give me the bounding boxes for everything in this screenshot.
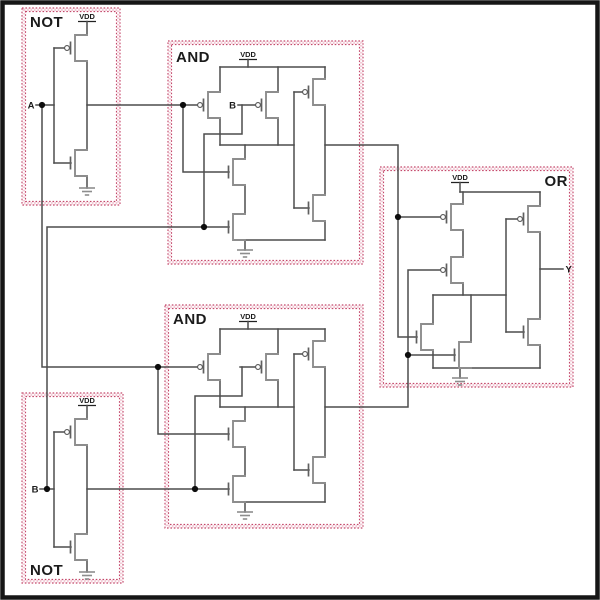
gate-boxes — [21, 7, 574, 584]
pmos-b[interactable] — [254, 353, 279, 381]
wire-and-bottom-out-to-or[interactable] — [324, 269, 441, 408]
junction-dot — [191, 485, 199, 493]
and-bottom-box — [164, 304, 364, 529]
gate-label: OR — [545, 173, 569, 190]
pmos-sources — [219, 66, 279, 93]
inverter-pmos[interactable] — [516, 205, 541, 233]
wire-b-branch-pmos[interactable] — [203, 104, 243, 228]
junction-dot — [154, 363, 162, 371]
inverter-gate-leads — [293, 91, 310, 209]
pmos[interactable] — [63, 34, 88, 62]
pmos-in1[interactable] — [439, 203, 464, 231]
nmos-in2[interactable] — [453, 341, 472, 369]
vdd-label: VDD — [79, 396, 95, 405]
gate-label: AND — [176, 49, 210, 66]
ground-symbol — [236, 511, 254, 520]
junction-dot — [404, 351, 412, 359]
nmos-b[interactable] — [227, 475, 246, 503]
vdd-label: VDD — [452, 173, 468, 182]
nmos-a[interactable] — [227, 158, 246, 186]
wire-notb-branch-pmos[interactable] — [194, 366, 243, 490]
pmos-b[interactable] — [254, 91, 279, 119]
wire-nota-branch-nmos[interactable] — [182, 104, 230, 173]
junction-dot — [394, 213, 402, 221]
wire-a-branch-nmos[interactable] — [157, 366, 230, 435]
gate-label: NOT — [30, 562, 63, 579]
inverter-gate-leads — [505, 218, 525, 333]
nmos[interactable] — [69, 149, 88, 177]
and-gate-top[interactable]: AND VDD B — [176, 49, 326, 258]
pmos-in2[interactable] — [439, 256, 464, 284]
vdd-label: VDD — [79, 12, 95, 21]
pmos-drains — [219, 117, 279, 146]
pmos[interactable] — [63, 418, 88, 446]
not-a-box — [21, 7, 121, 206]
inverter-nmos[interactable] — [522, 318, 541, 346]
junction-dot — [179, 101, 187, 109]
inverter-gate-leads — [293, 353, 310, 471]
and-top-box — [167, 40, 364, 265]
not-gate-b[interactable]: NOT VDD — [30, 396, 96, 580]
inverter-pmos[interactable] — [301, 340, 326, 368]
junction-dot — [200, 223, 208, 231]
gate-label: AND — [173, 311, 207, 328]
vdd-label: VDD — [240, 50, 256, 59]
global-wires — [35, 104, 564, 490]
junction-dots — [38, 101, 412, 493]
pmos-a[interactable] — [196, 353, 221, 381]
pmos-a[interactable] — [196, 91, 221, 119]
inverter-nmos[interactable] — [307, 456, 326, 484]
and-gate-bottom[interactable]: AND VDD — [173, 311, 326, 520]
inverter-pmos[interactable] — [301, 78, 326, 106]
output-y-label: Y — [566, 265, 573, 276]
junction-dot — [43, 485, 51, 493]
nmos[interactable] — [69, 533, 88, 561]
input-b-label: B — [32, 485, 39, 496]
pmos-drains — [219, 379, 279, 408]
pmos-sources — [219, 328, 279, 355]
ground-symbol — [78, 571, 96, 580]
wire-b-to-and-top[interactable] — [46, 226, 230, 490]
ground-symbol — [236, 249, 254, 258]
inverter-nmos[interactable] — [307, 194, 326, 222]
wire-a-to-and-bottom[interactable] — [41, 104, 198, 368]
junction-dot — [38, 101, 46, 109]
or-box — [379, 166, 574, 388]
ground-symbol — [78, 187, 96, 196]
not-gate-a[interactable]: NOT VDD — [30, 12, 96, 196]
nmos-a[interactable] — [227, 420, 246, 448]
or-gate[interactable]: OR VDD — [415, 173, 569, 386]
inner-input-b-label: B — [229, 101, 236, 112]
vdd-label: VDD — [240, 312, 256, 321]
gate-label: NOT — [30, 14, 63, 31]
not-b-box — [21, 392, 124, 584]
input-a-label: A — [28, 101, 35, 112]
nmos-b[interactable] — [227, 213, 246, 241]
nmos-in1[interactable] — [415, 323, 434, 351]
